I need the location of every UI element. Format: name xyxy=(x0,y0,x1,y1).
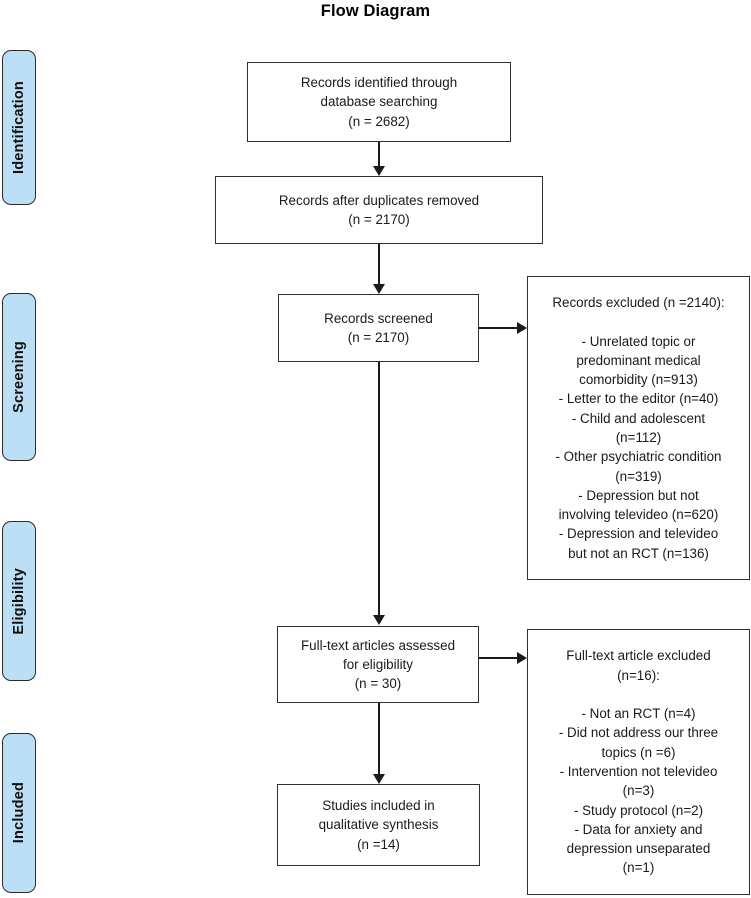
arrow-right-icon xyxy=(517,322,527,334)
box-studies-included-text: Studies included in qualitative synthesi… xyxy=(318,798,439,852)
box-records-identified: Records identified through database sear… xyxy=(247,62,511,142)
box-studies-included: Studies included in qualitative synthesi… xyxy=(277,784,480,866)
box-records-excluded: Records excluded (n =2140): - Unrelated … xyxy=(527,276,750,580)
stage-tab-eligibility[interactable]: Eligibility xyxy=(2,521,36,681)
connector-screened-to-fulltext xyxy=(378,362,380,616)
stage-tab-label: Eligibility xyxy=(11,567,27,635)
box-fulltext-excluded-text: Full-text article excluded (n=16): - Not… xyxy=(558,648,719,876)
arrow-down-icon xyxy=(373,166,385,176)
box-records-identified-text: Records identified through database sear… xyxy=(300,75,458,129)
connector-fulltext-to-included xyxy=(378,703,380,775)
stage-tab-label: Included xyxy=(11,782,27,844)
stage-tab-label: Identification xyxy=(11,80,27,175)
arrow-down-icon xyxy=(373,615,385,625)
box-records-after-duplicates-text: Records after duplicates removed (n = 21… xyxy=(278,192,480,227)
box-records-screened: Records screened (n = 2170) xyxy=(278,294,479,362)
stage-tab-identification[interactable]: Identification xyxy=(2,50,36,205)
arrow-down-icon xyxy=(373,284,385,294)
page-title: Flow Diagram xyxy=(320,2,431,20)
stage-tab-included[interactable]: Included xyxy=(2,733,36,893)
box-records-screened-text: Records screened (n = 2170) xyxy=(324,310,433,345)
stage-tab-screening[interactable]: Screening xyxy=(2,293,36,461)
arrow-right-icon xyxy=(517,652,527,664)
connector-identified-to-duplicates xyxy=(378,142,380,167)
arrow-down-icon xyxy=(373,774,385,784)
box-fulltext-assessed: Full-text articles assessed for eligibil… xyxy=(277,626,479,703)
box-fulltext-assessed-text: Full-text articles assessed for eligibil… xyxy=(300,637,456,692)
connector-duplicates-to-screened xyxy=(378,244,380,285)
stage-tab-label: Screening xyxy=(11,341,27,413)
box-fulltext-excluded: Full-text article excluded (n=16): - Not… xyxy=(527,629,750,895)
box-records-after-duplicates: Records after duplicates removed (n = 21… xyxy=(215,176,543,244)
box-records-excluded-text: Records excluded (n =2140): - Unrelated … xyxy=(552,294,725,561)
connector-screened-to-excluded xyxy=(479,327,519,329)
connector-fulltext-to-excluded xyxy=(479,657,519,659)
